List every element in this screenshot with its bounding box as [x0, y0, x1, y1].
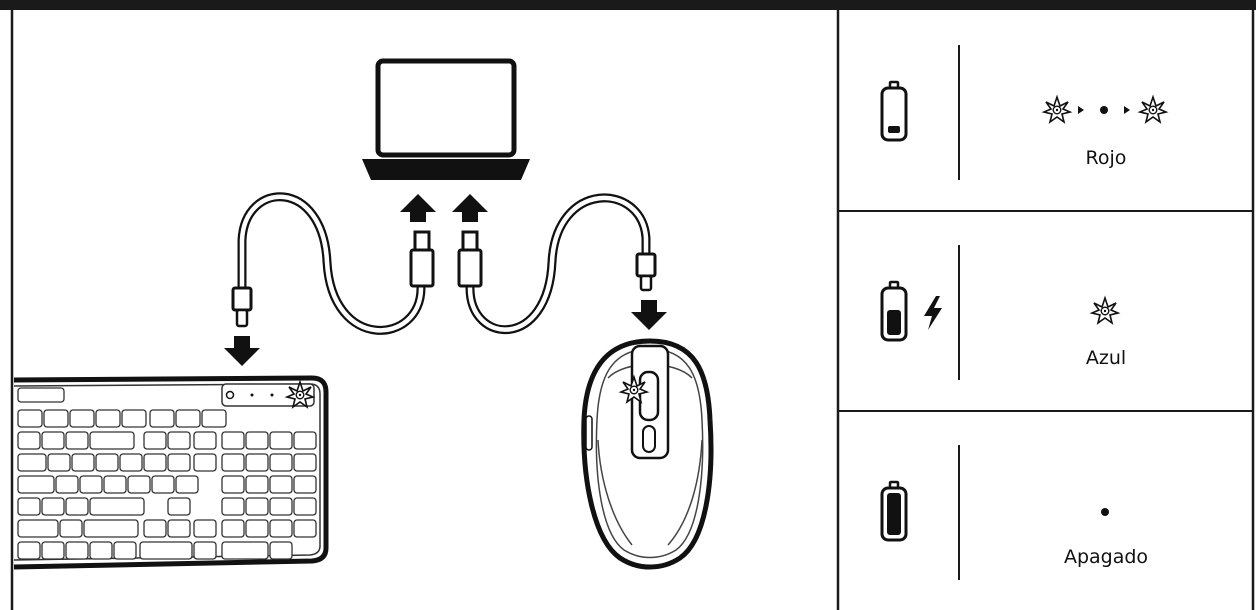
status-label-red: Rojo — [1085, 147, 1127, 169]
keyboard-key — [127, 475, 151, 494]
status-label-off: Apagado — [1063, 546, 1149, 568]
keyboard-key — [95, 453, 119, 472]
keyboard-key — [17, 497, 41, 516]
keyboard-key — [143, 519, 167, 538]
led-off-indicator — [1101, 508, 1109, 516]
keyboard-key — [149, 409, 175, 428]
arrow-down-keyboard-icon — [224, 336, 260, 366]
keyboard-key — [17, 387, 65, 403]
keyboard-key — [293, 453, 317, 472]
keyboard-key — [113, 541, 137, 560]
keyboard-key — [167, 519, 191, 538]
led-steady-indicator — [1091, 297, 1119, 324]
battery-low-icon — [880, 80, 908, 142]
keyboard-key — [17, 453, 47, 472]
keyboard-key — [41, 541, 65, 560]
keyboard-key — [95, 409, 121, 428]
keyboard-key — [55, 475, 79, 494]
keyboard-key — [245, 431, 269, 450]
keyboard-key — [245, 497, 269, 516]
battery-charging-icon — [880, 280, 908, 342]
keyboard-key — [221, 497, 245, 516]
status-label-blue: Azul — [1085, 347, 1127, 369]
keyboard-key — [201, 409, 227, 428]
keyboard-key — [269, 475, 293, 494]
laptop-icon — [362, 58, 530, 180]
keyboard-key — [269, 519, 293, 538]
keyboard-key — [269, 431, 293, 450]
keyboard-key — [193, 453, 217, 472]
led-blink-indicator — [1043, 96, 1167, 123]
keyboard-key — [221, 541, 269, 560]
keyboard-key — [119, 453, 143, 472]
keyboard-key — [65, 431, 89, 450]
keyboard-key — [221, 519, 245, 538]
keyboard-key — [17, 431, 41, 450]
keyboard-key — [143, 431, 167, 450]
keyboard-key — [193, 541, 217, 560]
keyboard-key — [167, 453, 191, 472]
keyboard-key — [47, 453, 71, 472]
battery-full-icon — [880, 480, 908, 542]
keyboard-key — [65, 541, 89, 560]
keyboard-key — [121, 409, 147, 428]
keyboard-key — [245, 453, 269, 472]
usb-cable-right-icon — [457, 193, 657, 335]
keyboard-key — [41, 497, 65, 516]
keyboard-key — [43, 409, 69, 428]
keyboard-key — [17, 475, 55, 494]
keyboard-key — [65, 497, 89, 516]
arrow-up-left-icon — [400, 194, 436, 222]
arrow-down-mouse-icon — [631, 300, 667, 330]
keyboard-key — [41, 431, 65, 450]
keyboard-key — [293, 431, 317, 450]
keyboard-key — [245, 475, 269, 494]
keyboard-key — [103, 475, 127, 494]
keyboard-key — [79, 475, 103, 494]
keyboard-key — [293, 519, 317, 538]
keyboard-key — [193, 431, 217, 450]
keyboard-key — [71, 453, 95, 472]
keyboard-key — [293, 475, 317, 494]
keyboard-key — [139, 541, 193, 560]
keyboard-key — [221, 453, 245, 472]
keyboard-key — [293, 497, 317, 516]
keyboard-key — [151, 475, 175, 494]
keyboard-key — [83, 519, 139, 538]
keyboard-key — [193, 519, 217, 538]
keyboard-key — [89, 497, 145, 516]
keyboard-key — [221, 431, 245, 450]
keyboard-key — [175, 409, 201, 428]
keyboard-key — [143, 453, 167, 472]
keyboard-key — [89, 431, 135, 450]
lightning-icon — [924, 296, 942, 330]
keyboard-key — [269, 453, 293, 472]
arrow-up-right-icon — [452, 194, 488, 222]
keyboard-key — [245, 519, 269, 538]
keyboard-key — [175, 475, 199, 494]
keyboard-icon — [13, 375, 329, 570]
mouse-icon — [581, 338, 714, 570]
keyboard-key — [89, 541, 113, 560]
keyboard-key — [17, 409, 43, 428]
usb-cable-left-icon — [231, 192, 435, 335]
keyboard-key — [269, 497, 293, 516]
keyboard-key — [269, 541, 293, 560]
keyboard-key — [17, 541, 41, 560]
keyboard-key — [17, 519, 59, 538]
keyboard-key — [167, 431, 191, 450]
keyboard-key — [167, 497, 191, 516]
keyboard-key — [221, 475, 245, 494]
keyboard-key — [59, 519, 83, 538]
keyboard-key — [69, 409, 95, 428]
